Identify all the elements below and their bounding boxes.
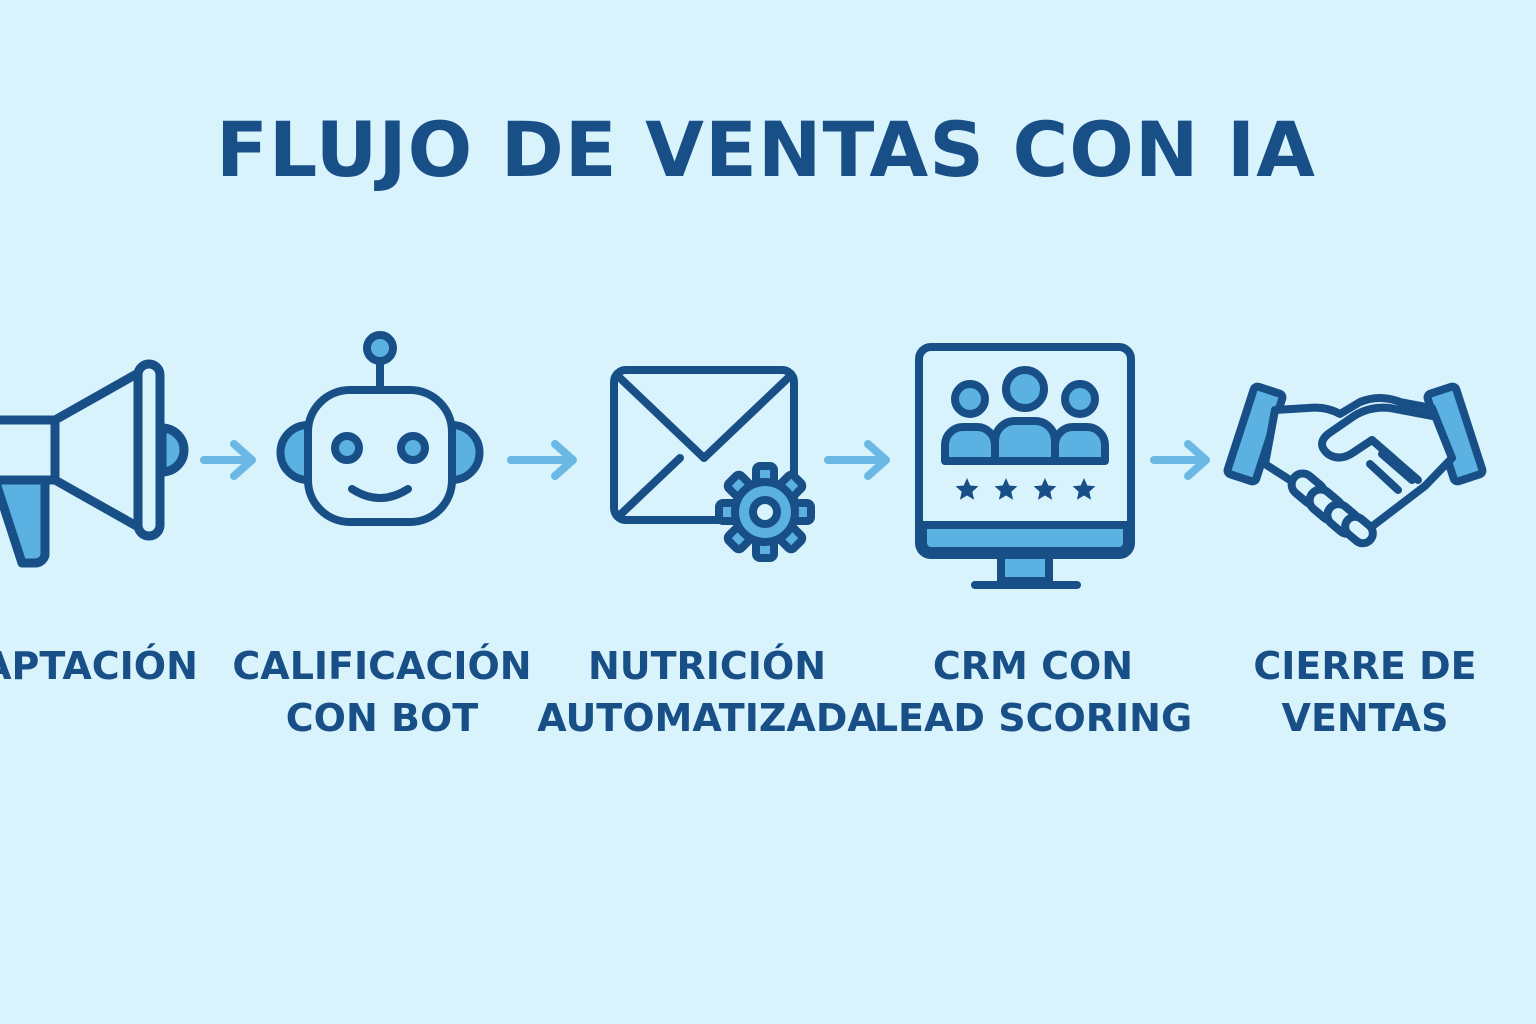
step-label-line: LEAD SCORING [873, 696, 1193, 740]
diagram-title: FLUJO DE VENTAS CON IA [216, 105, 1316, 194]
robot-icon [276, 331, 484, 526]
step-label-crm: CRM CON LEAD SCORING [853, 640, 1213, 744]
email-gear-icon [610, 366, 815, 562]
arrow-2 [507, 440, 577, 480]
step-label-nutricion: NUTRICIÓN AUTOMATIZADA [527, 640, 887, 744]
crm-monitor-icon [915, 343, 1135, 589]
step-label-line: CIERRE DE [1253, 644, 1477, 688]
arrow-4 [1150, 440, 1210, 480]
step-label-line: CALIFICACIÓN [232, 644, 532, 688]
step-label-cierre: CIERRE DE VENTAS [1185, 640, 1536, 744]
step-label-captacion: APTACIÓN [0, 640, 270, 692]
arrow-1 [200, 440, 256, 480]
step-label-line: AUTOMATIZADA [537, 696, 877, 740]
handshake-icon [1223, 382, 1487, 548]
arrow-3 [824, 440, 890, 480]
step-label-line: CON BOT [285, 696, 479, 740]
step-label-line: NUTRICIÓN [587, 644, 827, 688]
step-label-line: VENTAS [1281, 696, 1449, 740]
megaphone-icon [0, 359, 189, 568]
step-label-line: CRM CON [932, 644, 1134, 688]
step-label-line: APTACIÓN [0, 644, 198, 688]
step-label-calificacion: CALIFICACIÓN CON BOT [202, 640, 562, 744]
